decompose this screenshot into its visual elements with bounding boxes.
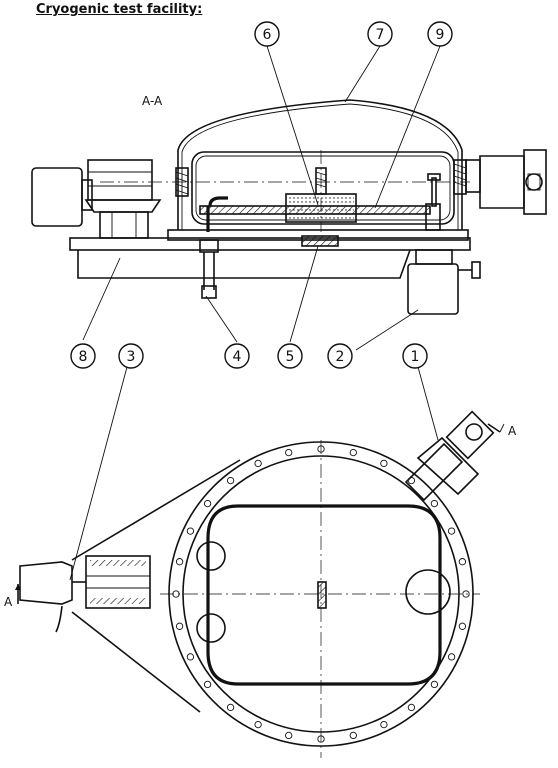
heater-stage	[301, 235, 339, 247]
section-mark-right-label: A	[508, 424, 517, 438]
callout-balloon-6	[254, 21, 280, 47]
bolt-hole	[186, 527, 195, 535]
bolt-hole	[349, 448, 357, 457]
sample-table	[199, 150, 431, 232]
callout-label-4: 4	[233, 349, 242, 365]
bolt-circle	[172, 445, 470, 743]
callout-label-5: 5	[286, 349, 295, 365]
callout-balloon-2	[327, 343, 353, 369]
section-mark-right: A	[508, 424, 517, 438]
dome-cover	[177, 99, 463, 230]
bolt-hole	[203, 680, 212, 689]
callout-balloon-1	[402, 343, 428, 369]
drawing-title: Cryogenic test facility:	[36, 2, 203, 17]
cooler-unit-left	[31, 159, 162, 239]
callout-balloon-8	[70, 343, 96, 369]
callout-label-6: 6	[263, 27, 272, 43]
right-port	[465, 149, 547, 215]
bolt-hole	[254, 720, 262, 729]
bolt-hole	[203, 499, 212, 508]
spring-right	[453, 159, 467, 195]
bolt-hole	[226, 703, 235, 712]
bolt-hole	[430, 499, 439, 508]
bolt-hole	[462, 590, 470, 598]
bolt-hole	[430, 680, 439, 689]
section-label: A-A	[142, 94, 163, 108]
cooler-arm-left	[19, 555, 151, 633]
bolt-hole	[380, 459, 388, 468]
bolt-hole	[226, 476, 235, 485]
center-sample	[317, 581, 327, 609]
support-right	[425, 173, 441, 231]
bolt-hole	[447, 653, 456, 661]
callout-label-8: 8	[79, 349, 88, 365]
base-plate	[69, 229, 471, 279]
bolt-hole	[380, 720, 388, 729]
gasket-ring	[206, 504, 442, 686]
callout-balloon-3	[118, 343, 144, 369]
bolt-hole	[458, 622, 467, 630]
bolt-hole	[458, 558, 467, 566]
leader-lines	[69, 45, 441, 581]
bolt-hole	[349, 731, 357, 740]
callout-group: 1 2 3 4 5 6 7 8 9	[70, 21, 453, 369]
section-mark-left: A	[4, 584, 21, 609]
callout-balloon-4	[224, 343, 250, 369]
callout-balloon-9	[427, 21, 453, 47]
side-bracket	[71, 459, 241, 713]
bolt-hole	[407, 703, 416, 712]
feedthrough	[199, 196, 228, 299]
bolt-hole	[175, 558, 184, 566]
callout-label-9: 9	[436, 27, 445, 43]
bolt-hole	[285, 448, 293, 457]
callout-balloon-7	[367, 21, 393, 47]
drive-unit	[407, 249, 481, 315]
callout-label-3: 3	[127, 349, 136, 365]
bolt-hole	[175, 622, 184, 630]
callout-balloon-5	[277, 343, 303, 369]
callout-label-7: 7	[376, 27, 385, 43]
port-circles	[196, 541, 451, 643]
section-mark-left-label: A	[4, 595, 13, 609]
callout-label-1: 1	[411, 349, 420, 365]
bolt-hole	[447, 527, 456, 535]
bolt-hole	[285, 731, 293, 740]
bolt-hole	[254, 459, 262, 468]
callout-label-2: 2	[336, 349, 345, 365]
bolt-hole	[186, 653, 195, 661]
viewport-valve	[404, 410, 505, 502]
